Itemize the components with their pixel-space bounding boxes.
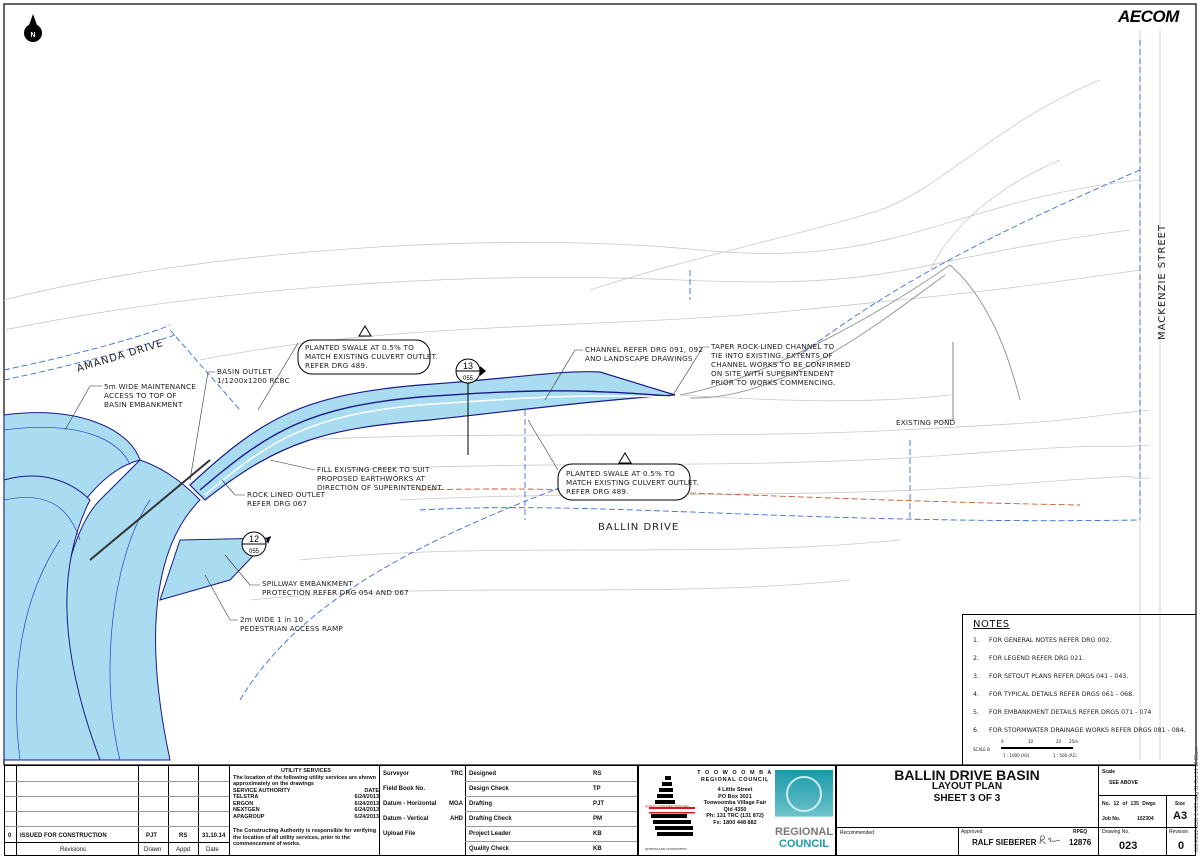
- svg-text:PLANTED SWALE AT 0.5% TO: PLANTED SWALE AT 0.5% TO: [305, 343, 414, 352]
- council-block: QUALITY ASSURED SUPPLIER QUEENSLAND GOVE…: [639, 766, 835, 856]
- signature: [1039, 835, 1061, 845]
- svg-text:PEDESTRIAN ACCESS RAMP: PEDESTRIAN ACCESS RAMP: [240, 624, 343, 633]
- svg-text:DIRECTION OF SUPERINTENDENT: DIRECTION OF SUPERINTENDENT: [317, 483, 442, 492]
- note-item: 1.FOR GENERAL NOTES REFER DRG 002.: [973, 637, 1112, 644]
- file-stamp: 60240862-BDB-C-023.dwg 31-Oct-14 10:26am: [1194, 747, 1200, 852]
- svg-text:ON SITE WITH SUPERINTENDENT: ON SITE WITH SUPERINTENDENT: [711, 369, 835, 378]
- svg-text:ROCK LINED OUTLET: ROCK LINED OUTLET: [247, 490, 326, 499]
- scale-bar: SCALE B 0 10 20 25m 1 : 1000 (A3) 1 : 50…: [973, 739, 1078, 758]
- rock-lined-channel: [189, 371, 676, 501]
- svg-text:PROPOSED EARTHWORKS AT: PROPOSED EARTHWORKS AT: [317, 474, 425, 483]
- note-item: 4.FOR TYPICAL DETAILS REFER DRGS 061 - 0…: [973, 691, 1135, 698]
- svg-text:055: 055: [463, 376, 474, 382]
- note-item: 6.FOR STORMWATER DRAINAGE WORKS REFER DR…: [973, 727, 1186, 734]
- approver-name: RALF SIEBERER: [972, 838, 1037, 847]
- svg-text:MATCH EXISTING CULVERT OUTLET.: MATCH EXISTING CULVERT OUTLET.: [566, 478, 699, 487]
- svg-text:AND LANDSCAPE DRAWINGS: AND LANDSCAPE DRAWINGS: [585, 354, 693, 363]
- svg-text:5m WIDE MAINTENANCE: 5m WIDE MAINTENANCE: [104, 382, 196, 391]
- toowoomba-council-logo: TOOWOOMBA REGIONAL COUNCIL: [775, 770, 833, 854]
- svg-text:PROTECTION REFER DRG 054 AND 0: PROTECTION REFER DRG 054 AND 067: [262, 588, 409, 597]
- svg-text:BASIN EMBANKMENT: BASIN EMBANKMENT: [104, 400, 183, 409]
- note-item: 3.FOR SETOUT PLANS REFER DRGS 041 - 043.: [973, 673, 1129, 680]
- road-label-ballin-drive: BALLIN DRIVE: [598, 522, 679, 533]
- svg-text:TIE INTO EXISTING. EXTENTS OF: TIE INTO EXISTING. EXTENTS OF: [710, 351, 833, 360]
- section-marker-12: 12 055: [241, 531, 271, 557]
- basin-outlet-culvert: [89, 459, 211, 561]
- svg-text:REFER DRG 489.: REFER DRG 489.: [566, 487, 629, 496]
- svg-text:FILL EXISTING CREEK TO SUIT: FILL EXISTING CREEK TO SUIT: [317, 465, 430, 474]
- annotation-existing-pond: EXISTING POND: [896, 418, 956, 427]
- svg-text:PRIOR TO WORKS COMMENCING.: PRIOR TO WORKS COMMENCING.: [711, 378, 836, 387]
- revisions-table: 0 ISSUED FOR CONSTRUCTION PJT RS 31.10.1…: [5, 766, 230, 856]
- note-item: 5.FOR EMBANKMENT DETAILS REFER DRGS 071 …: [973, 709, 1152, 716]
- svg-text:1/1200x1200 RCBC: 1/1200x1200 RCBC: [217, 376, 290, 385]
- title-block: 0 ISSUED FOR CONSTRUCTION PJT RS 31.10.1…: [4, 765, 1197, 856]
- sewer-line: [419, 488, 1081, 506]
- svg-text:SPILLWAY EMBANKMENT: SPILLWAY EMBANKMENT: [262, 579, 354, 588]
- svg-text:CHANNEL REFER DRG 091, 092: CHANNEL REFER DRG 091, 092: [585, 345, 703, 354]
- section-marker-13: 13 055: [455, 358, 486, 455]
- svg-text:12: 12: [249, 534, 259, 544]
- svg-text:2m WIDE 1 in 10: 2m WIDE 1 in 10: [240, 615, 304, 624]
- pond-outline: [679, 264, 1021, 401]
- svg-text:CHANNEL WORKS TO BE CONFIRMED: CHANNEL WORKS TO BE CONFIRMED: [711, 360, 851, 369]
- svg-text:PLANTED SWALE AT 0.5% TO: PLANTED SWALE AT 0.5% TO: [566, 469, 675, 478]
- svg-text:REFER DRG 067: REFER DRG 067: [247, 499, 307, 508]
- svg-text:ACCESS TO TOP OF: ACCESS TO TOP OF: [104, 391, 177, 400]
- svg-text:REFER DRG 489.: REFER DRG 489.: [305, 361, 368, 370]
- north-arrow-icon: N: [24, 14, 42, 42]
- basin-embankment: [3, 412, 272, 761]
- project-title: BALLIN DRIVE BASIN: [894, 767, 1040, 783]
- notes-title: NOTES: [973, 619, 1010, 630]
- queensland-government-logo: [649, 776, 695, 836]
- svg-text:055: 055: [249, 549, 260, 555]
- road-label-amanda-drive: AMANDA DRIVE: [76, 338, 165, 375]
- svg-text:TAPER ROCK-LINED CHANNEL TO: TAPER ROCK-LINED CHANNEL TO: [710, 342, 834, 351]
- svg-text:MATCH EXISTING CULVERT OUTLET.: MATCH EXISTING CULVERT OUTLET.: [305, 352, 438, 361]
- notes-panel: NOTES 1.FOR GENERAL NOTES REFER DRG 002.…: [962, 614, 1196, 765]
- svg-text:BASIN OUTLET: BASIN OUTLET: [217, 367, 272, 376]
- drawing-number: 023: [1119, 840, 1138, 852]
- utility-services: UTILITY SERVICES The location of the fol…: [233, 768, 379, 847]
- road-label-mackenzie-street: MACKENZIE STREET: [1157, 224, 1168, 340]
- drawing-title: BALLIN DRIVE BASIN LAYOUT PLAN SHEET 3 O…: [836, 767, 1098, 805]
- svg-text:13: 13: [463, 361, 473, 371]
- stormwater-lines: [3, 40, 1141, 701]
- note-item: 2.FOR LEGEND REFER DRG 021.: [973, 655, 1085, 662]
- leader-lines: [64, 342, 954, 621]
- svg-text:N: N: [30, 32, 35, 39]
- aecom-logo: AECOM: [1117, 7, 1180, 26]
